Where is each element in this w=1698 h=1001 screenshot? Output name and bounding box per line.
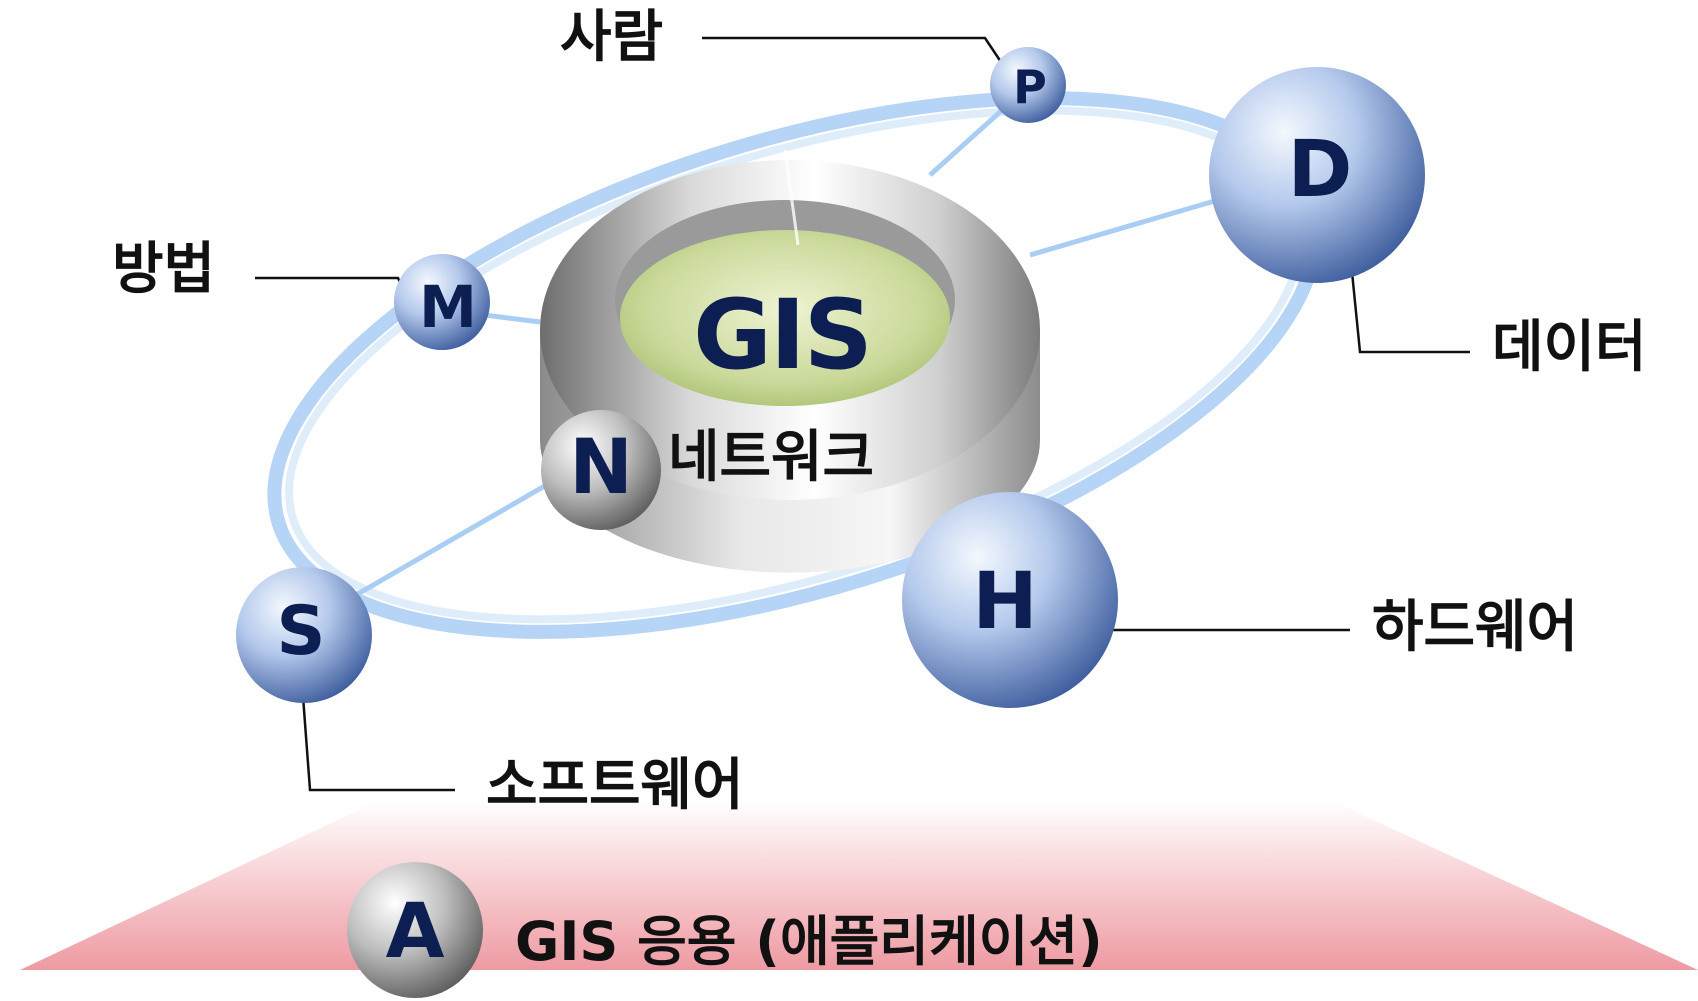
label-hardware: 하드웨어 (1372, 595, 1579, 660)
label-people: 사람 (560, 5, 664, 70)
node-network: N (541, 410, 661, 530)
node-hardware: H (902, 492, 1118, 708)
letter-m: M (419, 273, 477, 341)
node-method: M (394, 254, 490, 350)
node-people: P (990, 47, 1066, 123)
sphere-n (541, 410, 661, 530)
letter-n: N (569, 422, 633, 511)
node-data: D (1209, 67, 1425, 283)
sphere-m (394, 254, 490, 350)
label-network: 네트워크 (668, 425, 875, 490)
sphere-d (1209, 67, 1425, 283)
letter-p: P (1013, 60, 1047, 114)
label-data: 데이터 (1492, 315, 1647, 380)
gis-core: GIS (540, 149, 1040, 573)
node-software: S (236, 567, 372, 703)
letter-a: A (386, 886, 445, 975)
sphere-a (347, 862, 483, 998)
sphere-s (236, 567, 372, 703)
label-method: 방법 (112, 237, 216, 302)
letter-h: H (972, 557, 1037, 647)
gis-center-label: GIS (693, 279, 871, 391)
label-software: 소프트웨어 (486, 753, 744, 818)
letter-d: D (1288, 125, 1353, 215)
letter-s: S (277, 592, 326, 671)
sphere-h (902, 492, 1118, 708)
label-application: GIS 응용 (애플리케이션) (515, 910, 1103, 973)
node-application: A (347, 862, 483, 998)
sphere-p (990, 47, 1066, 123)
